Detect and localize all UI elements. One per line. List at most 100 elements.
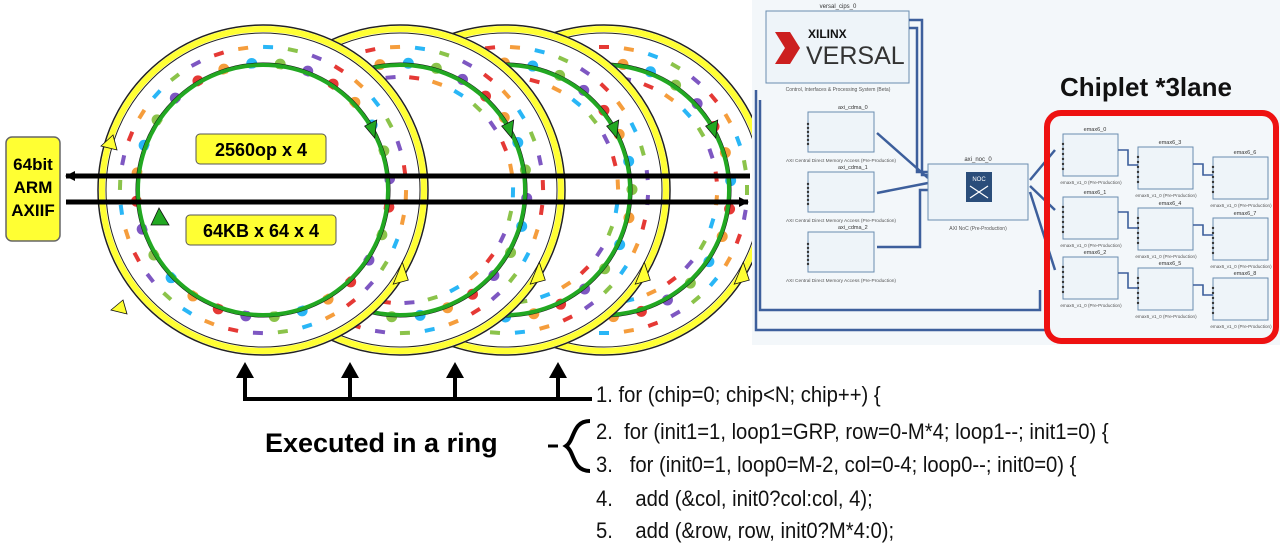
pe-link xyxy=(203,318,215,327)
pe-link xyxy=(401,164,408,176)
pe-link xyxy=(501,89,512,100)
ring-disk xyxy=(97,24,429,356)
yellow-arrow-icon xyxy=(392,261,409,285)
pe-link xyxy=(385,74,396,80)
pe-link xyxy=(690,75,702,86)
pe-link xyxy=(532,228,540,240)
pe-link xyxy=(663,93,675,103)
versal-description: Control, Interfaces & Processing System … xyxy=(786,87,891,93)
ring-stack xyxy=(97,24,770,356)
emax-instance-name: emax6_6 xyxy=(1234,150,1257,156)
chiplet-highlight-frame xyxy=(1044,110,1279,344)
up-arrowheads xyxy=(236,362,567,378)
pe-link xyxy=(557,55,569,64)
pe-link xyxy=(602,284,613,295)
block-design-panel: versal_cips_0 XILINX VERSAL Control, Int… xyxy=(752,0,1280,345)
green-arrow-icon xyxy=(150,207,170,226)
pe-link xyxy=(741,209,748,221)
emax-block[interactable]: emax6_3 emax6_v1_0 (Pre-Production) xyxy=(1135,140,1197,198)
pe-link xyxy=(365,47,376,54)
pe-link xyxy=(371,96,381,108)
pe-link xyxy=(399,330,411,336)
pe-link xyxy=(404,300,415,306)
pe-link xyxy=(482,72,494,83)
pe-link xyxy=(639,145,646,156)
pe-link xyxy=(126,130,135,142)
emax-instance-name: emax6_2 xyxy=(1084,250,1107,256)
emax-description: emax6_v1_0 (Pre-Production) xyxy=(1135,254,1197,259)
pe-link xyxy=(571,97,582,108)
pe-link xyxy=(263,44,274,50)
pe-link xyxy=(470,306,482,316)
pe-link xyxy=(723,113,733,124)
pe-link xyxy=(615,179,621,190)
cdma-instance-name: axi_cdma_0 xyxy=(838,105,868,111)
pe-link xyxy=(599,331,609,335)
emax-instance-name: emax6_3 xyxy=(1159,140,1182,146)
pe-link xyxy=(151,89,162,100)
pe-link xyxy=(606,225,615,237)
ring-loop-arrows xyxy=(243,375,592,401)
pe-link xyxy=(510,187,516,198)
pe-link xyxy=(237,45,249,52)
green-arrow-icon xyxy=(606,119,620,140)
up-arrow-icon xyxy=(341,362,359,378)
pe-link xyxy=(132,251,141,263)
pe-link xyxy=(424,326,435,333)
arm-line-2: ARM xyxy=(14,178,53,197)
pe-link xyxy=(508,163,514,175)
pe-link xyxy=(449,284,460,294)
emax-description: emax6_v1_0 (Pre-Production) xyxy=(1135,193,1197,198)
pe-link xyxy=(484,45,496,51)
emax-instance-name: emax6_8 xyxy=(1234,271,1257,277)
pe-link xyxy=(734,233,742,245)
pe-link xyxy=(438,50,450,58)
pe-link xyxy=(514,329,526,335)
pe-link xyxy=(379,260,389,272)
pe-link xyxy=(516,108,526,120)
pe-link xyxy=(613,202,620,214)
green-arrow-icon xyxy=(364,119,378,140)
ops-label-box xyxy=(195,133,327,165)
pe-link xyxy=(599,82,610,93)
pe-link xyxy=(427,294,439,302)
green-arrow-icon xyxy=(705,119,719,140)
pe-link xyxy=(538,204,545,216)
pe-link xyxy=(588,114,598,125)
xilinx-wordmark: XILINX xyxy=(808,27,847,41)
chiplet-title: Chiplet *3lane xyxy=(1060,72,1232,102)
pe-link xyxy=(623,46,635,53)
mem-label: 64KB x 64 x 4 xyxy=(203,221,319,241)
pe-link xyxy=(647,52,659,60)
emax-instance-name: emax6_0 xyxy=(1084,127,1107,133)
pe-link xyxy=(631,242,640,254)
pe-link xyxy=(385,117,394,129)
code-line-1: 1. for (chip=0; chip<N; chip++) { xyxy=(596,382,881,407)
pe-link xyxy=(118,204,125,216)
pe-link xyxy=(490,291,501,302)
cdma-instance-name: axi_cdma_1 xyxy=(838,165,868,171)
pe-link xyxy=(522,251,531,263)
pe-link xyxy=(500,140,508,152)
pe-link xyxy=(670,309,681,319)
pe-link xyxy=(684,259,694,270)
pe-link xyxy=(213,50,225,58)
pe-link xyxy=(374,328,386,335)
pe-link xyxy=(498,232,507,244)
ring-caption: Executed in a ring xyxy=(265,428,498,458)
versal-wordmark: VERSAL xyxy=(806,42,905,70)
pe-link xyxy=(698,239,707,251)
noc-chip-icon xyxy=(966,172,992,202)
